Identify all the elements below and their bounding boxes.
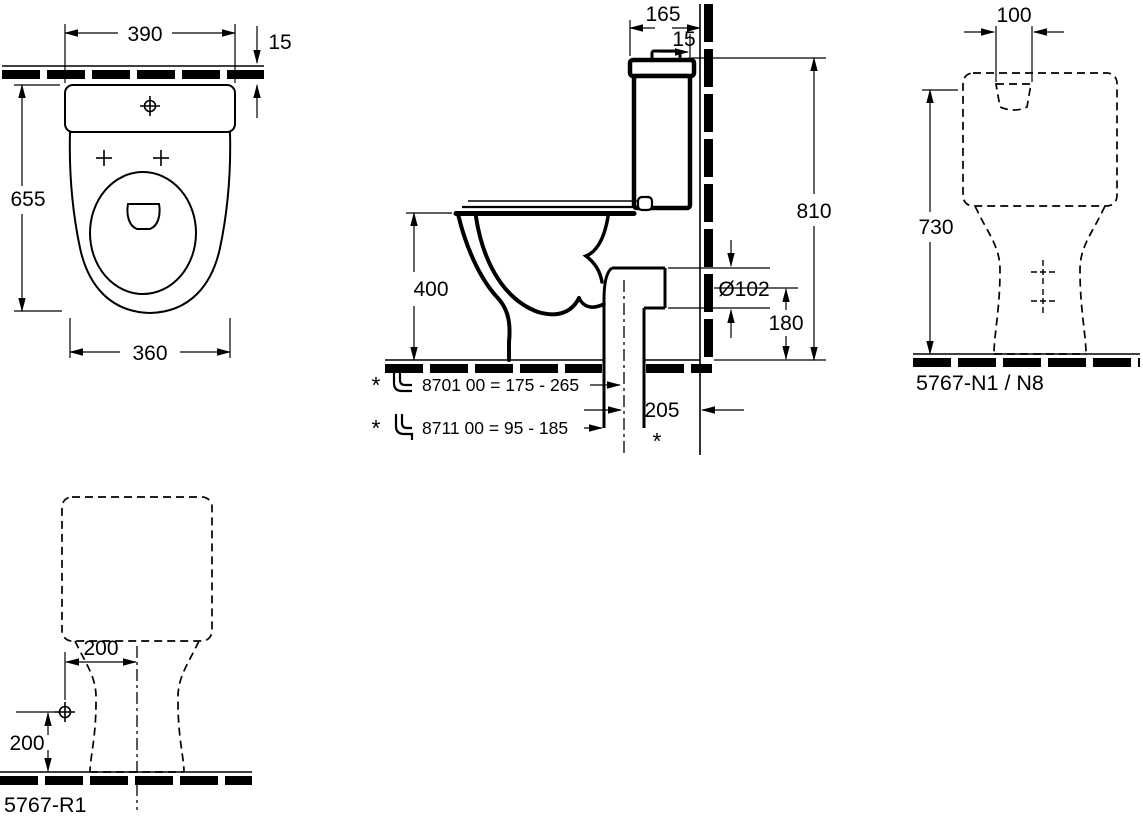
cistern-body (631, 73, 693, 211)
body-right-outline (1079, 205, 1106, 355)
floor-section-front-view (913, 353, 1140, 367)
dim-button-width: 100 (964, 4, 1064, 82)
note-row-2: * 8711 00 = 95 - 185 (372, 414, 603, 441)
dim-text-200v: 200 (9, 732, 44, 755)
dim-overall-depth: 655 (10, 84, 62, 312)
bowl-front-profile (456, 212, 512, 362)
sump-curve (577, 296, 606, 309)
dim-text-810: 810 (796, 200, 831, 223)
cistern-front-outline (962, 72, 1118, 207)
fixing-cross-icon (1031, 289, 1055, 313)
bowl-plan (68, 131, 232, 315)
model-label-r1: 5767-R1 (4, 793, 86, 817)
dim-rim-height: 400 (406, 212, 452, 361)
dim-text-390: 390 (127, 23, 162, 46)
toilet-front-outline (962, 72, 1118, 355)
dim-wall-gap-side: 15 (660, 28, 696, 57)
note-text-8711: 8711 00 = 95 - 185 (422, 418, 568, 438)
note-row-1: * 8701 00 = 175 - 265 (372, 371, 621, 398)
fixing-cross-icon (1031, 260, 1055, 284)
dim-text-100: 100 (996, 4, 1031, 27)
dim-text-15: 15 (672, 28, 695, 51)
dim-cistern-depth: 165 (629, 3, 701, 56)
dim-inlet-offset: 200 (64, 637, 137, 700)
pipe-fitting-icon (392, 371, 412, 393)
dim-text-730: 730 (918, 216, 953, 239)
dim-text-165: 165 (645, 3, 680, 26)
dim-text-200h: 200 (83, 637, 118, 660)
floor-section-rear-view (0, 771, 252, 785)
elbow-outer (392, 371, 412, 393)
body-left-outline (74, 640, 97, 773)
dim-bowl-width: 360 (69, 318, 231, 365)
dim-outlet-to-wall: 205 * (584, 399, 744, 454)
cistern-lid (627, 57, 697, 79)
footnote-star: * (653, 428, 662, 454)
fixing-cross-icon (96, 150, 112, 166)
front-view: 100 730 5767-N1 / N8 (913, 4, 1140, 395)
dim-wall-gap-top: 15 (253, 26, 292, 118)
model-label-n1-n8: 5767-N1 / N8 (916, 371, 1044, 395)
dim-text-655: 655 (10, 188, 45, 211)
bowl-opening (89, 171, 197, 295)
cistern-outline (61, 496, 213, 642)
rear-view: 200 200 5767-R1 (0, 496, 252, 817)
seat-hinge (636, 195, 654, 212)
body-left-outline (974, 205, 1001, 355)
dim-outlet-height: 180 (714, 287, 804, 360)
elbow-inner (398, 371, 412, 387)
wall-section-top-view (2, 65, 264, 79)
toilet-rear-outline (61, 496, 213, 810)
drill-mark-icon (140, 96, 160, 116)
dim-text-d102: Ø102 (718, 278, 769, 301)
pipe-fitting-icon (394, 414, 414, 440)
dim-text-400: 400 (413, 278, 448, 301)
bowl-inner-profile (474, 215, 581, 317)
note-text-8701: 8701 00 = 175 - 265 (422, 375, 579, 395)
fixing-cross-icon (153, 150, 169, 166)
top-view: 390 15 (2, 23, 292, 365)
dim-cistern-width: 390 (64, 23, 236, 83)
cistern-side (627, 49, 697, 211)
body-right-outline (177, 640, 200, 773)
dim-overall-height: 810 (688, 57, 832, 361)
flush-button-outline (994, 83, 1033, 111)
elbow-outer (394, 414, 414, 440)
dim-inlet-height: 200 (9, 711, 56, 772)
dim-text-180: 180 (768, 312, 803, 335)
wall-section-side-view (699, 4, 713, 455)
dim-cistern-height: 730 (918, 89, 958, 355)
bowl-side (453, 195, 654, 362)
trap-weir (582, 215, 610, 284)
supply-connection-icon (55, 702, 75, 722)
note-star: * (372, 415, 381, 441)
elbow-inner (400, 414, 412, 430)
cistern-plan (64, 84, 236, 133)
note-star: * (372, 372, 381, 398)
elbow-curve (602, 266, 613, 301)
dim-text-360: 360 (132, 342, 167, 365)
dim-text-15: 15 (268, 31, 291, 54)
dim-outlet-diameter: Ø102 (668, 240, 770, 338)
floor-section-side-view (385, 359, 712, 373)
outlet-pipe (602, 266, 667, 455)
dim-text-205: 205 (644, 399, 679, 422)
flush-inlet-shape (126, 203, 161, 230)
seat-outline (68, 131, 232, 315)
side-view: 165 15 810 400 Ø102 (372, 3, 832, 455)
